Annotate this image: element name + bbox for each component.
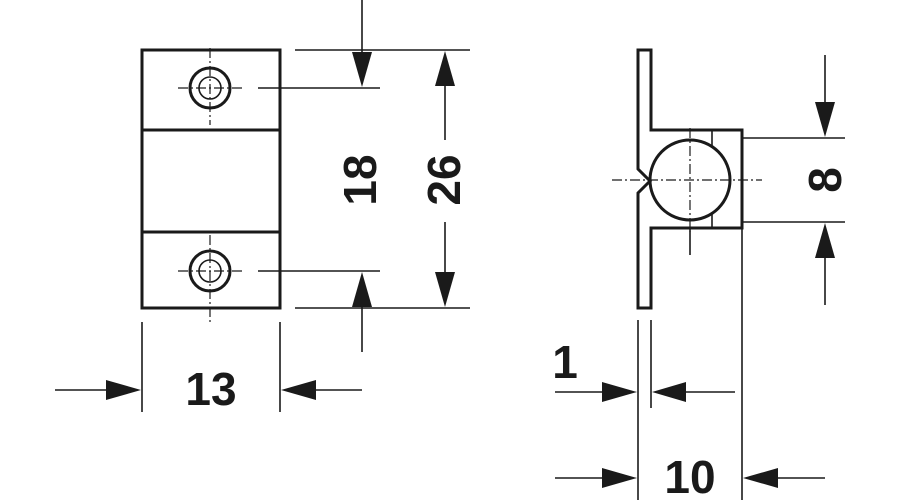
depth-dimension: 10: [555, 451, 825, 500]
flange-thickness-label: 1: [552, 336, 578, 388]
plate-width-dimension: 13: [55, 322, 362, 415]
ball-diameter-dimension: 8: [742, 55, 851, 305]
bottom-screw-hole: [178, 235, 242, 322]
flange-outline: [636, 48, 744, 310]
plate-width-label: 13: [185, 363, 236, 415]
flange-thickness-dimension: 1: [552, 320, 735, 500]
plate-outline: [140, 48, 282, 310]
front-view: [140, 48, 282, 322]
hole-spacing-label: 18: [334, 154, 386, 205]
ball-diameter-label: 8: [799, 167, 851, 193]
side-view: [612, 48, 762, 500]
depth-label: 10: [664, 451, 715, 500]
plate-height-label: 26: [418, 154, 470, 205]
top-screw-hole: [178, 48, 242, 125]
plate-height-dimension: 26: [295, 49, 470, 309]
hole-spacing-dimension: 18: [258, 0, 386, 352]
